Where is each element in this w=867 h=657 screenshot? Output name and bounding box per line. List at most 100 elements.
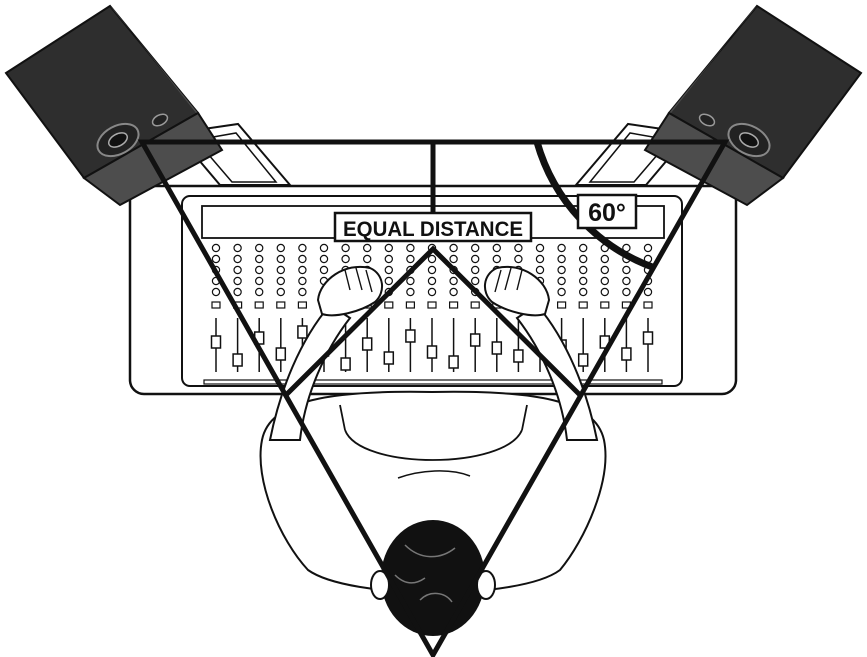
knob-icon [557,243,566,253]
fader-cap [469,333,481,347]
knob-icon [427,254,437,264]
channel-button [384,301,394,309]
knob-icon [492,243,501,253]
knob-icon [298,276,307,286]
knob-icon [211,287,221,297]
channel-button [211,301,221,309]
channel-button [470,301,480,309]
knob-icon [276,276,285,286]
knob-icon [449,243,458,253]
fader-cap [448,355,459,369]
fader-cap [383,351,395,365]
equilateral-triangle [137,139,730,657]
fader-cap [621,347,632,361]
knob-icon [406,276,415,286]
knob-icon [276,287,285,297]
knob-icon [384,276,393,286]
knob-icon [211,243,221,253]
channel-button [600,301,610,309]
knob-icon [514,254,523,264]
knob-icon [298,287,307,297]
knob-icon [427,265,437,275]
knob-icon [449,276,458,286]
knob-icon [384,243,393,253]
knob-icon [406,287,415,297]
channel-button [643,301,653,309]
knob-icon [233,254,242,264]
channel-strip [405,243,416,372]
channel-button [449,301,459,309]
knob-icon [471,276,480,286]
knob-icon [557,276,566,286]
fader-cap [577,353,589,367]
knob-icon [233,276,242,286]
knob-icon [449,287,458,297]
fader-cap [361,337,373,351]
channel-button [276,301,286,309]
knob-icon [427,287,437,297]
knob-icon [341,254,350,264]
knob-icon [557,254,566,264]
channel-button [405,301,415,309]
fader-cap [426,345,438,359]
knob-icon [276,243,285,253]
knob-icon [255,287,264,297]
knob-icon [643,287,653,297]
knob-icon [471,265,480,275]
knob-icon [298,254,307,264]
fader-cap [232,353,243,367]
knob-icon [384,265,393,275]
knob-icon [341,243,350,253]
knob-icon [276,265,285,275]
knob-icon [643,243,653,253]
knob-icon [319,243,329,253]
knob-icon [255,276,264,286]
fader-cap [513,349,524,363]
knob-icon [363,254,372,264]
knob-icon [406,254,415,264]
fader-cap [275,347,287,361]
right-speaker [643,4,863,207]
knob-icon [406,243,415,253]
channel-button [556,301,567,309]
channel-strip [426,243,438,372]
channel-button [578,301,588,309]
channel-strip [253,243,265,372]
knob-icon [255,254,264,264]
knob-icon [579,243,588,253]
channel-strip [448,243,459,372]
equal-distance-label: EQUAL DISTANCE [333,211,533,243]
channel-button [254,301,264,309]
knob-icon [449,254,458,264]
right-hand-icon [484,265,551,317]
knob-icon [298,243,307,253]
fader-cap [210,335,222,349]
left-speaker [4,4,224,207]
knob-icon [600,265,610,275]
knob-icon [319,265,329,275]
knob-icon [557,287,566,297]
knob-icon [579,276,588,286]
knob-icon [471,254,480,264]
channel-button [297,301,307,309]
knob-icon [535,243,545,253]
knob-icon [622,287,631,297]
knob-icon [535,254,545,264]
knob-icon [233,265,242,275]
knob-icon [233,287,242,297]
knob-icon [233,243,242,253]
knob-icon [298,265,307,275]
equal-distance-text: EQUAL DISTANCE [343,218,523,241]
left-hand-icon [316,265,383,317]
fader-cap [491,341,503,355]
knob-icon [600,287,610,297]
channel-strip [577,243,589,372]
knob-icon [471,243,480,253]
knob-icon [384,254,393,264]
fader-cap [642,331,654,345]
knob-icon [276,254,285,264]
knob-icon [579,287,588,297]
fader-cap [405,329,416,343]
knob-icon [514,243,523,253]
